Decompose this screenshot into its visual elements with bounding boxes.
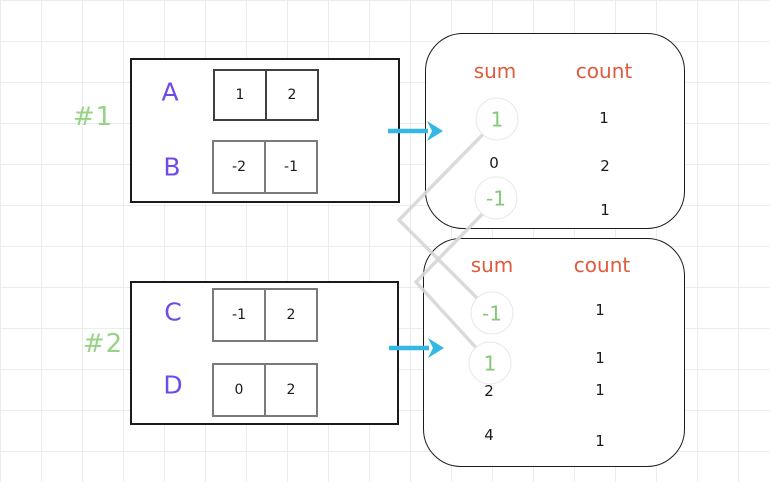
count-value: 1 <box>595 349 605 367</box>
sum-value: -1 <box>482 301 502 325</box>
array-a-label: A <box>161 77 179 107</box>
sum-value: -1 <box>486 186 506 210</box>
array-cell: -2 <box>212 140 266 194</box>
array-b-cells: -2 -1 <box>212 140 318 194</box>
sum-value: 4 <box>484 426 494 444</box>
sum-value: 1 <box>483 351 497 375</box>
sum-value: 2 <box>484 382 494 400</box>
count-value: 1 <box>600 201 610 219</box>
array-c-label: C <box>164 297 182 327</box>
array-b-label: B <box>163 152 181 182</box>
sum-value: 0 <box>489 154 499 172</box>
array-a-cells: 1 2 <box>213 69 319 121</box>
table-2-sum-header: sum <box>470 253 514 277</box>
count-value: 1 <box>595 301 605 319</box>
table-2-count-header: count <box>573 253 631 277</box>
array-d-cells: 0 2 <box>212 363 318 417</box>
highlighted-sum-circle: 1 <box>468 341 512 385</box>
sum-value: 1 <box>490 107 504 131</box>
result-table-1-box <box>425 33 685 229</box>
highlighted-sum-circle: -1 <box>470 291 514 335</box>
count-value: 1 <box>595 381 605 399</box>
array-d-label: D <box>163 370 183 400</box>
array-cell: 2 <box>264 363 318 417</box>
table-1-sum-header: sum <box>473 59 517 83</box>
count-value: 1 <box>595 432 605 450</box>
array-cell: 2 <box>265 69 319 121</box>
array-cell: 0 <box>212 363 266 417</box>
count-value: 2 <box>600 157 610 175</box>
array-cell: 2 <box>264 288 318 342</box>
example-2-label: #2 <box>82 329 124 359</box>
array-cell: -1 <box>212 288 266 342</box>
result-table-2-box <box>423 238 685 467</box>
highlighted-sum-circle: 1 <box>475 97 519 141</box>
highlighted-sum-circle: -1 <box>474 176 518 220</box>
array-cell: 1 <box>213 69 267 121</box>
example-1-label: #1 <box>72 102 114 132</box>
array-c-cells: -1 2 <box>212 288 318 342</box>
array-cell: -1 <box>264 140 318 194</box>
count-value: 1 <box>599 109 609 127</box>
table-1-count-header: count <box>575 59 633 83</box>
